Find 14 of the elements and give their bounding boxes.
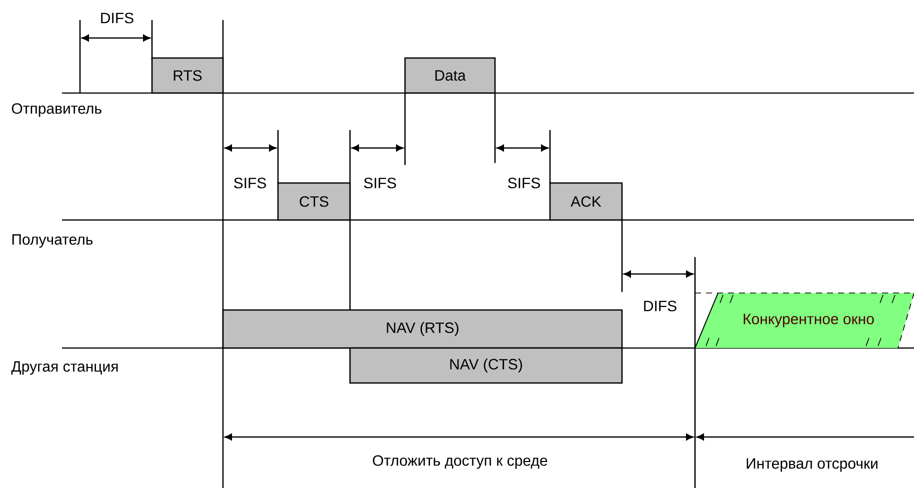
frame-box: CTS (277, 182, 351, 221)
station-label: Отправитель (12, 103, 102, 117)
interval-label: Интервал отсрочки (746, 458, 878, 472)
frame-box: NAV (CTS) (349, 347, 623, 384)
contention-window: Конкурентное окно (694, 292, 914, 348)
frame-box: Data (404, 57, 496, 94)
frame-box: NAV (RTS) (222, 309, 623, 349)
station-label: Другая станция (11, 361, 118, 375)
interval-label: SIFS (364, 178, 396, 188)
interval-label: Отложить доступ к среде (372, 455, 548, 469)
frame-box: ACK (549, 182, 623, 221)
frame-box: RTS (151, 57, 224, 94)
station-label: Получатель (12, 234, 93, 248)
interval-label: DIFS (644, 300, 676, 312)
